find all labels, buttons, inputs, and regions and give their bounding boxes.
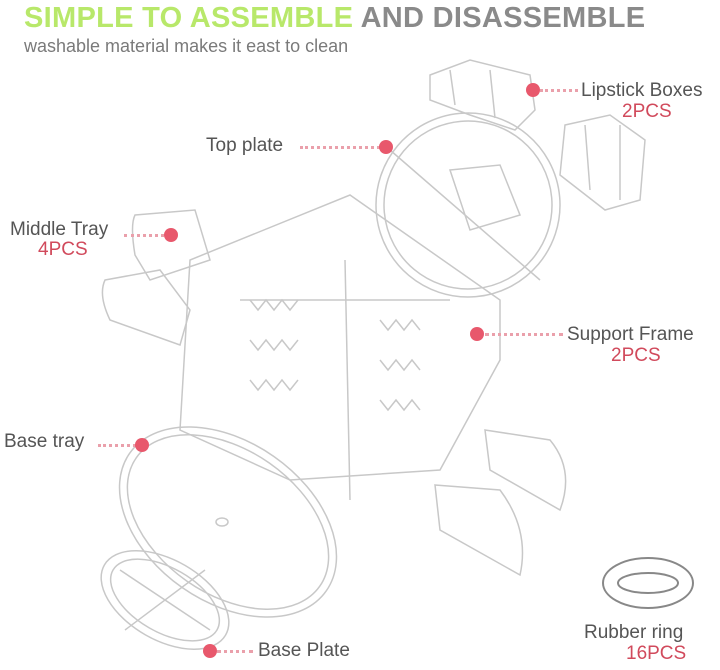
- marker-support-frame: [470, 327, 484, 341]
- label-top-plate: Top plate: [206, 135, 284, 156]
- qty-middle-tray: 4PCS: [38, 239, 88, 260]
- marker-base-plate: [203, 644, 217, 658]
- marker-middle-tray: [164, 228, 178, 242]
- label-base-plate: Base Plate: [258, 640, 350, 661]
- support-frame: [179, 194, 501, 501]
- leader-base-tray: [98, 444, 136, 447]
- base-plate: [100, 550, 230, 650]
- label-rubber-ring: Rubber ring: [584, 622, 684, 643]
- headline: SIMPLE TO ASSEMBLE AND DISASSEMBLE: [24, 2, 645, 35]
- headline-gray: AND DISASSEMBLE: [360, 2, 646, 34]
- marker-base-tray: [135, 438, 149, 452]
- qty-rubber-ring: 16PCS: [626, 643, 687, 664]
- top-plate: [375, 112, 561, 298]
- subtitle: washable material makes it east to clean: [24, 36, 349, 56]
- leader-top-plate: [300, 146, 380, 149]
- marker-top-plate: [379, 140, 393, 154]
- rubber-ring-icon: [602, 557, 694, 609]
- qty-lipstick-boxes: 2PCS: [622, 101, 672, 122]
- leader-base-plate: [217, 650, 253, 653]
- leader-middle-tray: [124, 234, 164, 237]
- label-support-frame: Support Frame: [567, 324, 694, 345]
- middle-tray-right: [434, 429, 567, 577]
- label-middle-tray: Middle Tray: [10, 219, 109, 240]
- leader-lipstick-boxes: [540, 89, 578, 92]
- lipstick-box-1: [429, 59, 536, 131]
- leader-support-frame: [485, 333, 563, 336]
- lipstick-box-2: [559, 114, 646, 211]
- label-lipstick-boxes: Lipstick Boxes: [581, 80, 703, 101]
- label-base-tray: Base tray: [4, 431, 85, 452]
- middle-tray-left: [101, 209, 211, 346]
- qty-support-frame: 2PCS: [611, 345, 661, 366]
- marker-lipstick-boxes: [526, 83, 540, 97]
- headline-green: SIMPLE TO ASSEMBLE: [24, 2, 354, 34]
